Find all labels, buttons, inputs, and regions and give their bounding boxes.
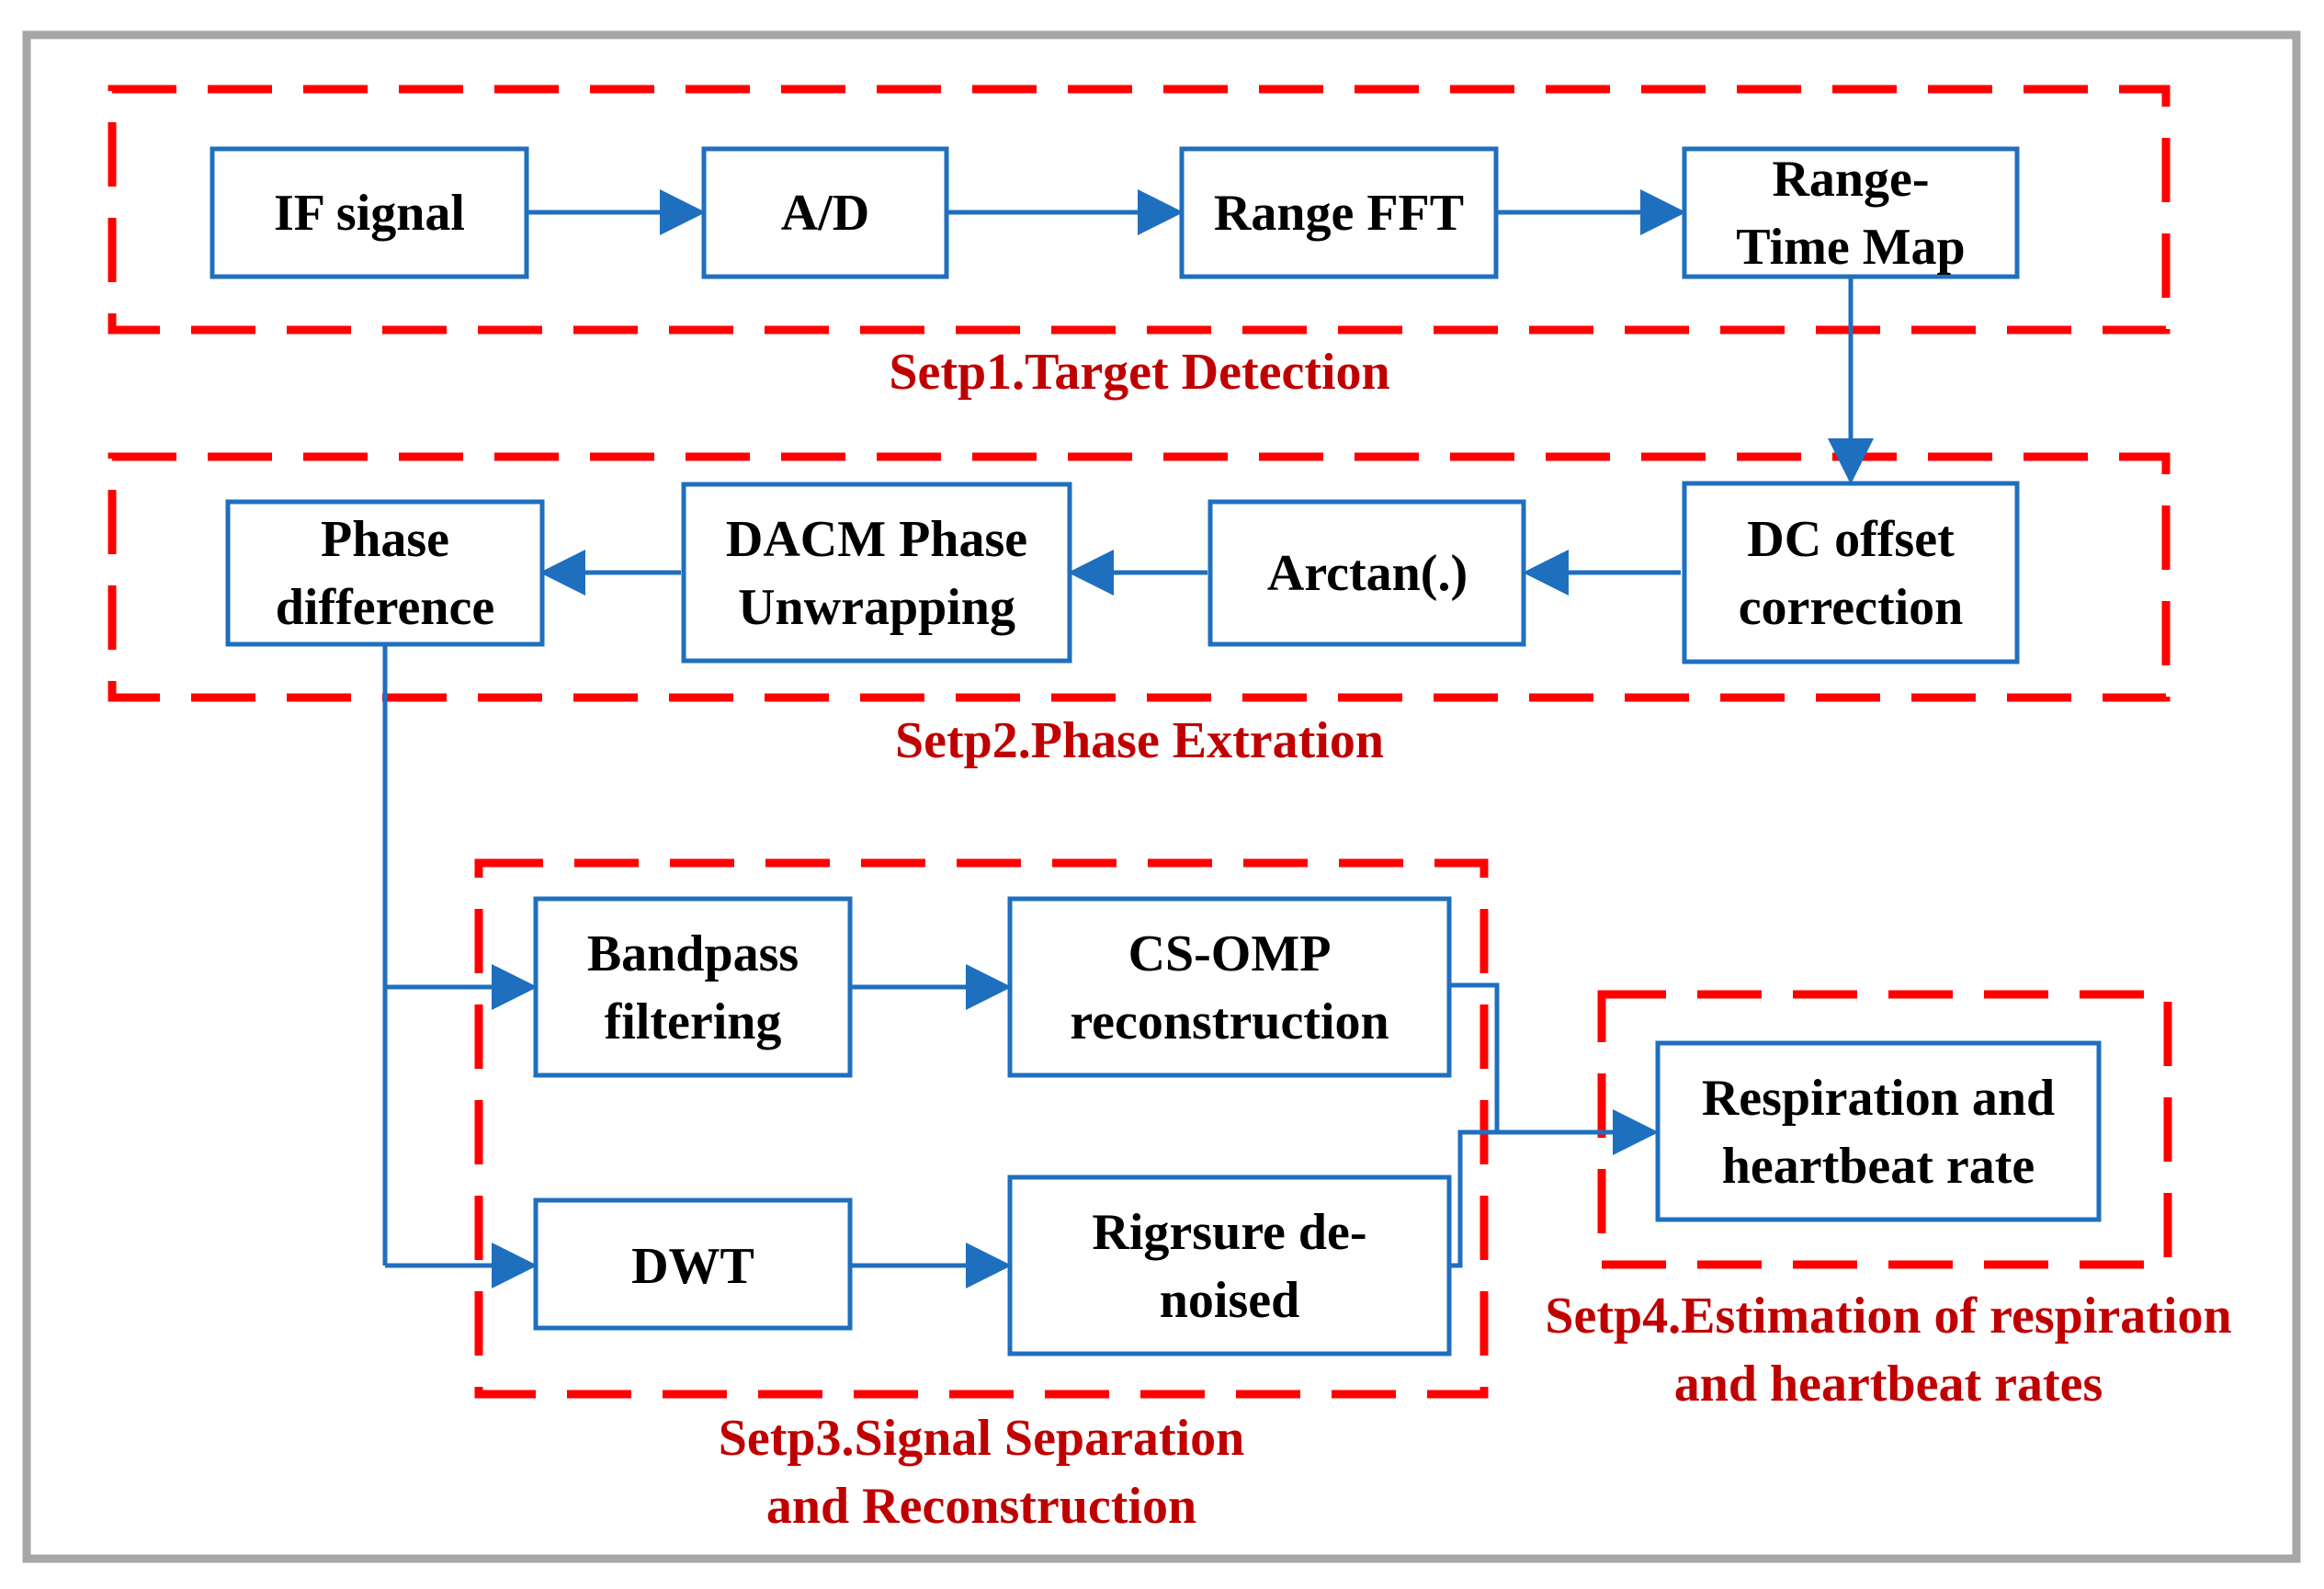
label-resp-heart-line: heartbeat rate [1722,1138,2035,1195]
step1-label: Setp1.Target Detection [889,344,1389,401]
step3-label-line: Setp3.Signal Separation [719,1410,1245,1467]
label-range-time-map-line: Range- [1772,151,1929,208]
step3-label-line: and Reconstruction [766,1478,1196,1535]
box-dacm [681,482,1072,664]
step4-label: Setp4.Estimation of respiration and heart… [1545,1288,2231,1413]
label-cs-omp: CS-OMP reconstruction [1070,925,1389,1050]
label-phase-diff: Phase difference [276,511,494,636]
label-phase-diff-line: difference [276,579,494,636]
label-dc-offset-line: DC offset [1747,511,1955,568]
connector-rigrsure-out [1449,1129,1497,1268]
box-range-fft [1179,146,1499,279]
label-phase-diff-line: Phase [321,511,449,568]
box-arctan [1207,499,1526,647]
box-bandpass [533,896,853,1078]
label-if-signal-line: IF signal [274,185,465,242]
step1-label-line: Setp1.Target Detection [889,344,1389,401]
box-if-signal [210,146,529,279]
label-arctan-line: Arctan(.) [1267,545,1468,602]
label-ad-line: A/D [781,185,869,242]
label-rigrsure-line: Rigrsure de- [1092,1204,1366,1261]
step3-region [474,858,1489,1399]
connector-csomp-out [1449,982,1500,1132]
label-range-fft: Range FFT [1214,185,1464,242]
label-cs-omp-line: CS-OMP [1128,925,1332,982]
box-resp-heart [1655,1040,2102,1222]
label-if-signal: IF signal [274,185,465,242]
box-ad [701,146,949,279]
label-range-time-map-line: Time Map [1736,219,1965,276]
box-range-time-map [1682,146,2020,279]
step2-label-line: Setp2.Phase Extration [895,712,1384,769]
label-dc-offset-line: correction [1739,579,1964,636]
label-dc-offset: DC offset correction [1739,511,1964,636]
label-dacm-line: Unwrapping [738,579,1015,636]
label-cs-omp-line: reconstruction [1070,993,1389,1050]
label-range-time-map: Range- Time Map [1736,151,1965,276]
label-bandpass-line: filtering [605,993,782,1050]
label-arctan: Arctan(.) [1267,545,1468,602]
step3-label: Setp3.Signal Separation and Reconstructio… [719,1410,1245,1535]
label-rigrsure-line: noised [1160,1272,1300,1329]
box-dc-offset [1682,481,2020,664]
label-dwt: DWT [631,1238,754,1295]
label-rigrsure: Rigrsure de-noised [1092,1204,1366,1329]
label-resp-heart-line: Respiration and [1702,1070,2055,1127]
label-range-fft-line: Range FFT [1214,185,1464,242]
label-resp-heart: Respiration and heartbeat rate [1702,1070,2055,1195]
step4-label-line: and heartbeat rates [1674,1356,2103,1413]
label-ad: A/D [781,185,869,242]
step4-label-line: Setp4.Estimation of respiration [1545,1288,2231,1345]
box-dwt [533,1197,853,1331]
box-cs-omp [1007,896,1452,1078]
label-dacm-line: DACM Phase [726,511,1027,568]
label-dwt-line: DWT [631,1238,754,1295]
box-rigrsure [1007,1175,1452,1356]
step4-region [1597,990,2172,1269]
box-phase-diff [225,499,545,647]
label-bandpass: Bandpass filtering [587,925,799,1050]
step2-label: Setp2.Phase Extration [895,712,1384,769]
label-bandpass-line: Bandpass [587,925,799,982]
